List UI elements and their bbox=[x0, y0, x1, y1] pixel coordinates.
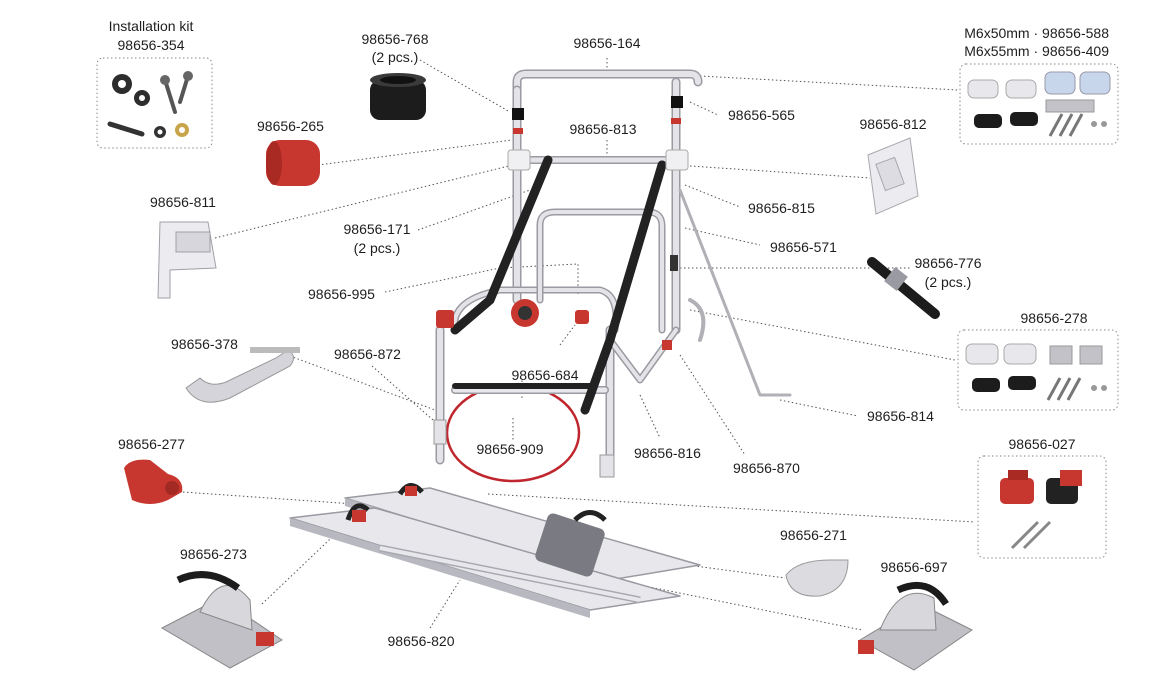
part-271-illustration bbox=[785, 559, 849, 597]
part-027-kit-contents bbox=[1000, 470, 1082, 550]
leader-lines bbox=[182, 58, 976, 631]
part-697-illustration bbox=[858, 581, 973, 671]
screw-icon bbox=[163, 78, 177, 114]
highlight-ellipse bbox=[445, 383, 581, 483]
part-812-illustration bbox=[867, 137, 919, 215]
part-768-illustration bbox=[370, 73, 426, 120]
part-776-qty: (2 pcs.) bbox=[924, 274, 972, 290]
part-684-label: 98656-684 bbox=[511, 367, 579, 383]
installation-kit-box bbox=[96, 57, 213, 149]
part-278-kit-contents bbox=[965, 343, 1107, 401]
part-171-label: 98656-171 bbox=[343, 221, 411, 237]
part-565-label: 98656-565 bbox=[728, 107, 795, 123]
part-027-box bbox=[977, 455, 1107, 559]
part-273-label: 98656-273 bbox=[180, 546, 247, 562]
bike-rails bbox=[289, 483, 701, 618]
part-277-label: 98656-277 bbox=[118, 436, 185, 452]
part-278-label: 98656-278 bbox=[1020, 310, 1088, 326]
chain-icon bbox=[107, 121, 145, 137]
installation-kit-code: 98656-354 bbox=[117, 37, 185, 53]
part-814-label: 98656-814 bbox=[867, 408, 934, 424]
part-872-label: 98656-872 bbox=[334, 346, 401, 362]
part-815-label: 98656-815 bbox=[748, 200, 815, 216]
part-811-label: 98656-811 bbox=[150, 194, 216, 210]
part-776-illustration bbox=[867, 257, 940, 319]
part-870-label: 98656-870 bbox=[733, 460, 800, 476]
part-277-illustration bbox=[124, 459, 183, 504]
frame-clamps bbox=[433, 96, 689, 478]
part-995-label: 98656-995 bbox=[308, 286, 375, 302]
part-811-illustration bbox=[157, 221, 217, 299]
part-776-label: 98656-776 bbox=[914, 255, 982, 271]
part-378-label: 98656-378 bbox=[171, 336, 238, 352]
part-909-label: 98656-909 bbox=[476, 441, 544, 457]
screws-label-line1: M6x50mm · 98656-588 bbox=[964, 25, 1109, 41]
part-378-illustration bbox=[185, 347, 300, 403]
part-265-label: 98656-265 bbox=[257, 118, 324, 134]
part-571-label: 98656-571 bbox=[770, 239, 837, 255]
part-271-label: 98656-271 bbox=[780, 527, 847, 543]
carrier-straps bbox=[450, 155, 667, 415]
part-027-label: 98656-027 bbox=[1008, 436, 1076, 452]
part-813-label: 98656-813 bbox=[569, 121, 637, 137]
screws-kit-box bbox=[959, 63, 1119, 145]
part-812-label: 98656-812 bbox=[859, 116, 927, 132]
part-768-qty: (2 pcs.) bbox=[371, 49, 419, 65]
part-768-label: 98656-768 bbox=[361, 31, 429, 47]
part-278-box bbox=[957, 329, 1119, 411]
part-171-qty: (2 pcs.) bbox=[353, 240, 401, 256]
part-273-illustration bbox=[160, 571, 283, 669]
screws-kit-contents bbox=[967, 71, 1111, 137]
installation-kit-title: Installation kit bbox=[108, 18, 194, 34]
part-816-label: 98656-816 bbox=[634, 445, 701, 461]
part-164-label: 98656-164 bbox=[573, 35, 641, 51]
part-697-label: 98656-697 bbox=[880, 559, 948, 575]
screws-label-line2: M6x55mm · 98656-409 bbox=[964, 43, 1109, 59]
part-265-illustration bbox=[266, 140, 320, 186]
installation-kit-icons bbox=[107, 71, 193, 138]
part-820-label: 98656-820 bbox=[387, 633, 455, 649]
